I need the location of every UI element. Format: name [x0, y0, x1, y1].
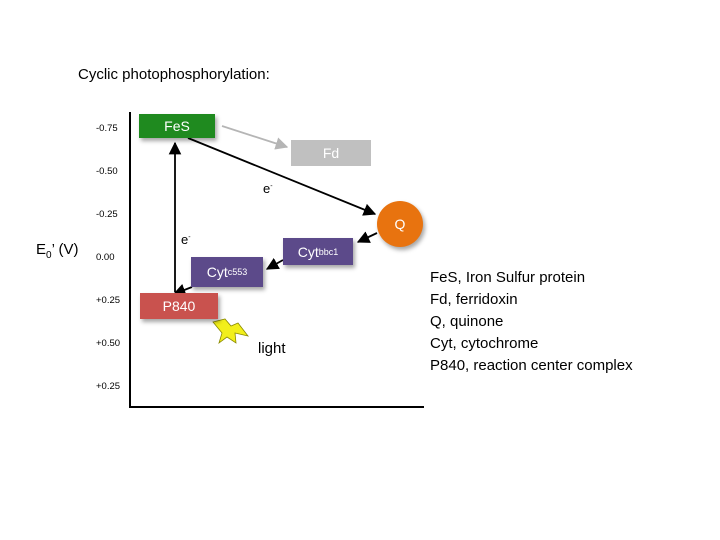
node-fes: FeS: [139, 114, 215, 138]
q-to-cytbbc1-arrow: [356, 231, 378, 243]
fes-to-fd-arrow: [221, 125, 289, 150]
y-tick: +0.25: [96, 295, 121, 306]
fes-to-q-arrow: [187, 137, 377, 216]
light-label: light: [258, 340, 286, 357]
electron-label-diagonal: e-: [263, 181, 273, 196]
lightning-icon: [212, 318, 249, 345]
diagram-title: Cyclic photophosphorylation:: [78, 66, 270, 83]
legend-item: P840, reaction center complex: [430, 357, 633, 374]
legend-item: Fd, ferridoxin: [430, 291, 518, 308]
cytbbc1-to-cytc553-arrow: [265, 257, 284, 270]
legend-item: FeS, Iron Sulfur protein: [430, 269, 586, 286]
node-p840: P840: [140, 293, 218, 319]
y-tick: -0.75: [96, 123, 118, 134]
legend-item: Cyt, cytochrome: [430, 335, 539, 352]
y-tick: +0.25: [96, 381, 121, 392]
node-q: Q: [377, 201, 423, 247]
electron-label-vertical: e-: [181, 232, 191, 247]
node-fd: Fd: [291, 140, 371, 166]
cytc553-to-p840-arrow: [172, 284, 193, 296]
y-tick: +0.50: [96, 338, 121, 349]
y-tick: -0.25: [96, 209, 118, 220]
legend-item: Q, quinone: [430, 313, 504, 330]
y-tick: -0.50: [96, 166, 118, 177]
legend: FeS, Iron Sulfur protein Fd, ferridoxin …: [430, 267, 633, 377]
y-axis-label: E0’ (V): [36, 241, 79, 261]
y-tick: 0.00: [96, 252, 115, 263]
